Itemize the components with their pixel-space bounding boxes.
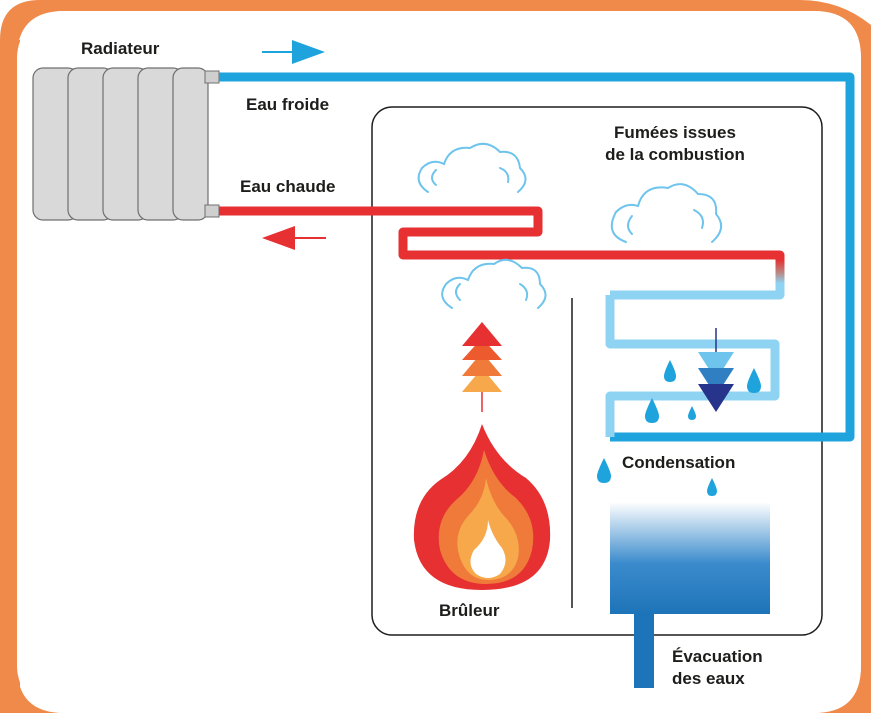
drain-label-line2: des eaux <box>672 669 745 688</box>
chevron-down-icon <box>698 328 734 412</box>
drain-label: Évacuation des eaux <box>672 646 763 690</box>
arrow-left-icon <box>262 226 326 250</box>
fumes-label-line2: de la combustion <box>605 145 745 164</box>
heat-exchanger-cold-coil <box>605 295 780 437</box>
burner-label: Brûleur <box>439 601 500 620</box>
drain-pipe <box>634 612 654 688</box>
hot-water-pipe <box>219 206 785 300</box>
cold-water-pipe <box>219 72 855 442</box>
flame-icon <box>413 424 551 590</box>
heat-arrow-icon <box>462 322 502 412</box>
cloud-icon <box>441 258 547 309</box>
hot-water-label: Eau chaude <box>240 177 336 196</box>
fumes-label-line1: Fumées issues <box>614 123 736 142</box>
boiler-casing <box>371 106 823 636</box>
radiator-label: Radiateur <box>81 39 160 58</box>
condensate-tank <box>610 502 770 614</box>
cold-water-label: Eau froide <box>246 95 330 114</box>
arrow-right-icon <box>262 40 325 64</box>
water-drop-icon <box>597 360 761 496</box>
cloud-icon <box>417 142 527 193</box>
condensation-label: Condensation <box>622 453 736 472</box>
drain-label-line1: Évacuation <box>672 647 763 666</box>
fumes-label: Fumées issues de la combustion <box>580 122 770 166</box>
radiator-icon <box>32 67 220 221</box>
cloud-icon <box>610 183 723 243</box>
